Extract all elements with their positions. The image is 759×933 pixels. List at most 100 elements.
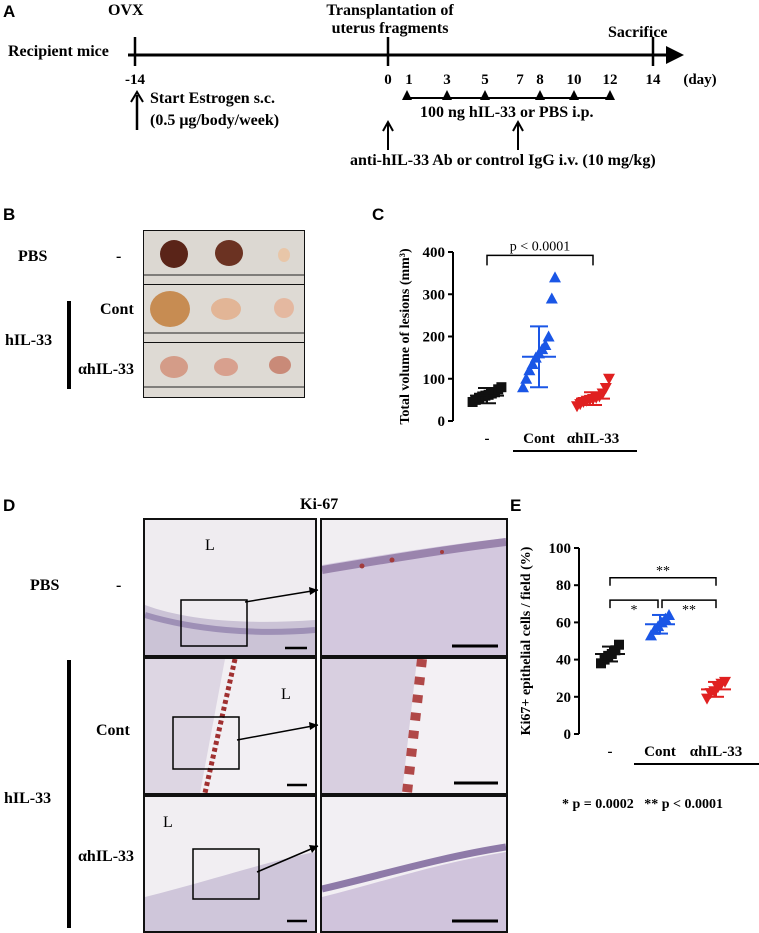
estrogen-line-1: Start Estrogen s.c. xyxy=(150,90,276,107)
significance-star: ** xyxy=(682,603,696,618)
day-tick-1: 1 xyxy=(405,72,413,88)
significance-bracket xyxy=(609,577,717,586)
panel-c-letter: C xyxy=(372,205,385,224)
lesion-photo-ahil33-art xyxy=(144,343,304,397)
y-tick-label: 80 xyxy=(556,578,571,594)
micrograph-pbs-low: L xyxy=(143,518,317,657)
y-tick-label: 400 xyxy=(423,245,446,261)
panel-d-ahil33-label: αhIL-33 xyxy=(78,848,135,865)
significance-star: ** xyxy=(656,564,670,579)
y-tick-label: 60 xyxy=(556,615,571,631)
day-tick-0: 0 xyxy=(384,72,392,88)
micrograph-cont-low-art: L xyxy=(145,659,315,793)
day-unit: (day) xyxy=(683,72,716,88)
estrogen-arrow xyxy=(130,90,144,130)
lumen-label: L xyxy=(205,537,215,554)
panel-b-pbs-label: PBS xyxy=(18,248,48,265)
day-tick-8: 8 xyxy=(536,72,544,88)
panel-b-hil33-label: hIL-33 xyxy=(5,332,53,349)
day-tick-7: 7 xyxy=(516,72,524,88)
lumen-label: L xyxy=(281,686,291,703)
data-point xyxy=(663,608,675,620)
x-category-label: αhIL-33 xyxy=(567,431,620,447)
x-category-label: Cont xyxy=(644,744,676,760)
day-tick-minus14: -14 xyxy=(125,72,145,88)
zoom-arrow-ahil33 xyxy=(256,845,319,873)
micrograph-pbs-high xyxy=(320,518,508,657)
sacrifice-label: Sacrifice xyxy=(608,24,668,41)
data-point xyxy=(603,373,615,385)
lesion-photo-cont-art xyxy=(144,285,304,343)
panel-d-pbs-label: PBS xyxy=(30,577,60,594)
data-point xyxy=(545,292,558,304)
data-point xyxy=(599,383,612,395)
panel-a-letter: A xyxy=(3,2,16,21)
data-point xyxy=(496,382,507,393)
x-category-label: αhIL-33 xyxy=(690,744,743,760)
y-axis-label: Total volume of lesions (mm³) xyxy=(398,248,413,425)
zoom-arrow-cont xyxy=(236,722,319,741)
data-point xyxy=(539,338,552,350)
day-tick-10: 10 xyxy=(567,72,582,88)
panel-b-cont-label: Cont xyxy=(100,301,134,318)
panel-d-hil33-bracket xyxy=(67,660,71,928)
day-tick-3: 3 xyxy=(443,72,451,88)
significance-star: * xyxy=(631,603,638,618)
timeline-diagram: -14 0 1 3 5 7 8 10 12 14 (day) xyxy=(125,37,717,150)
panel-e-footnote: * p = 0.0002 ** p < 0.0001 xyxy=(562,797,724,812)
ip-injection-bracket xyxy=(402,90,615,100)
data-point xyxy=(526,357,539,369)
data-point xyxy=(542,330,555,342)
data-point xyxy=(517,381,529,393)
zoom-arrow-pbs xyxy=(244,587,319,603)
panel-b-ahil33-label: αhIL-33 xyxy=(78,361,135,378)
significance-bracket xyxy=(486,254,594,266)
y-tick-label: 100 xyxy=(549,541,572,557)
day-tick-12: 12 xyxy=(603,72,618,88)
day-tick-14: 14 xyxy=(646,72,662,88)
ovx-label: OVX xyxy=(108,2,144,19)
micrograph-ahil33-low-art: L xyxy=(145,797,315,931)
y-tick-label: 0 xyxy=(438,414,446,430)
panel-d-hil33-label: hIL-33 xyxy=(4,790,52,807)
panel-d-title: Ki-67 xyxy=(300,496,339,513)
data-point xyxy=(645,629,657,641)
panel-d-pbs-dash: - xyxy=(116,577,122,594)
significance-bracket xyxy=(609,599,659,609)
micrograph-ahil33-high xyxy=(320,795,508,933)
group-label-hil33: hIL-33 xyxy=(552,459,596,460)
y-tick-label: 0 xyxy=(564,727,572,743)
lesion-photo-pbs-art xyxy=(144,231,304,285)
iv-injection-label: anti-hIL-33 Ab or control IgG i.v. (10 m… xyxy=(350,152,656,169)
transplant-label: Transplantation of uterus fragments xyxy=(315,2,465,38)
x-category-label: Cont xyxy=(523,431,555,447)
day-tick-5: 5 xyxy=(481,72,489,88)
lesion-photo-ahil33 xyxy=(143,342,305,398)
data-point xyxy=(549,271,561,283)
data-point xyxy=(614,639,624,650)
lumen-label: L xyxy=(163,814,173,831)
lesion-photo-pbs xyxy=(143,230,305,286)
recipient-mice-label: Recipient mice xyxy=(8,43,109,60)
significance-bracket xyxy=(661,599,717,609)
micrograph-ahil33-high-art xyxy=(322,797,506,931)
micrograph-cont-high xyxy=(320,657,508,795)
ip-injection-label: 100 ng hIL-33 or PBS i.p. xyxy=(420,104,594,121)
data-point xyxy=(520,372,533,384)
data-point xyxy=(719,676,731,688)
iv-arrow-day0 xyxy=(382,119,394,150)
transplant-line-2: uterus fragments xyxy=(331,20,449,37)
y-tick-label: 20 xyxy=(556,690,571,706)
micrograph-cont-low: L xyxy=(143,657,317,795)
micrograph-ahil33-low: L xyxy=(143,795,317,933)
y-tick-label: 40 xyxy=(556,653,571,669)
panel-b-letter: B xyxy=(3,205,16,224)
y-tick-label: 300 xyxy=(423,287,446,303)
x-category-label: - xyxy=(608,744,613,760)
data-point xyxy=(610,645,621,656)
micrograph-cont-high-art xyxy=(322,659,506,793)
micrograph-pbs-high-art xyxy=(322,520,506,655)
estrogen-line-2: (0.5 μg/body/week) xyxy=(150,112,280,129)
